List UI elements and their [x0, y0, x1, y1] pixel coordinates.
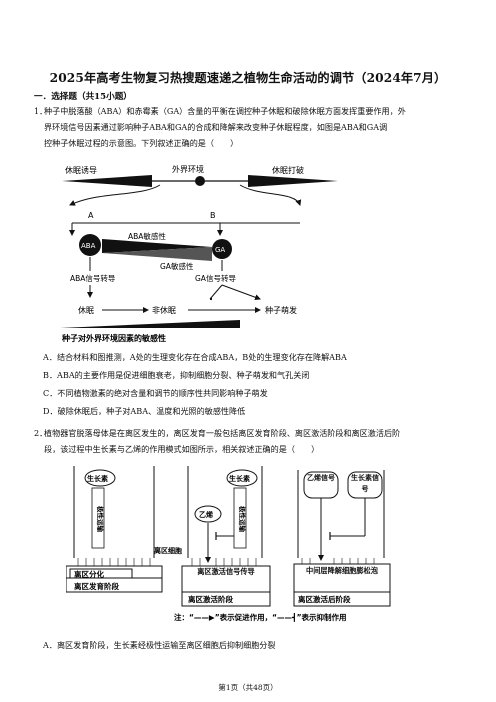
ethylene-oval	[194, 505, 222, 523]
auxin-oval	[84, 469, 116, 487]
polar-transport-label: 极性运输	[96, 506, 105, 533]
option-b[interactable]: B．ABA的主要作用是促进细胞衰老，抑制细胞分裂、种子萌发和气孔关闭	[43, 370, 310, 380]
sensitivity-caption: 种子对外界环境因素的敏感性	[61, 333, 166, 343]
panel-activation: 生长素 极性运输 乙烯 离区细胞 离区激活信号传导 离区激活阶段	[154, 466, 271, 607]
question-text-line: 段，该过程中生长素与乙烯的作用模式如图所示，相关叙述正确的是（ ）	[44, 444, 320, 454]
question-text-line: 种子中脱落酸（ABA）和赤霉素（GA）含量的平衡在调控种子休眠和破除休眠方面发挥…	[44, 106, 406, 116]
abscission-diagram: 生长素 极性运输 离区分化 离区发育阶段 生长素 极性运输 乙烯 离区细胞 离区…	[66, 466, 391, 622]
page-footer: 第1页（共48页）	[218, 683, 278, 692]
auxin-label: 生长素	[87, 474, 108, 483]
aba-sensitivity-wedge	[102, 239, 212, 253]
ga-sensitivity-label: GA敏感性	[160, 261, 194, 271]
ga-signal-label: GA信号转导	[195, 273, 236, 283]
question-number: 1．	[34, 106, 48, 116]
question-number: 2．	[34, 428, 48, 438]
panel-post-activation: 乙烯信号 生长素信号 中间层降解细胞膨松泡 离区激活后阶段	[293, 470, 391, 607]
label-a: A	[88, 211, 94, 220]
label-germination: 种子萌发	[265, 305, 297, 315]
aba-ga-diagram: 休眠诱导 外界环境 休眠打破 A B ABA GA ABA敏感性 GA敏感性 A…	[60, 164, 338, 343]
legend-note: 注：“——▶”表示促进作用，“——┫”表示抑制作用	[174, 612, 347, 622]
option-a[interactable]: A．结合材料和图推测，A处的生理变化存在合成ABA，B处的生理变化存在降解ABA	[43, 352, 347, 362]
environment-node	[195, 176, 205, 186]
breaking-wedge	[248, 175, 338, 187]
label-non-dormancy: 非休眠	[152, 305, 176, 315]
ga-label: GA	[215, 246, 225, 254]
aba-label: ABA	[81, 242, 96, 250]
question-text-line: 控种子休眠过程的示意图。下列叙述正确的是（ ）	[44, 138, 239, 148]
label-dormancy-induction: 休眠诱导	[65, 165, 97, 175]
label-b: B	[210, 211, 216, 220]
section-heading: 一．选择题（共15小题）	[34, 92, 132, 102]
panel1-box-label: 离区分化	[74, 569, 104, 579]
option-d[interactable]: D．破除休眠后，种子对ABA、温度和光照的敏感性降低	[43, 406, 246, 416]
aba-node	[79, 234, 101, 256]
auxin-oval	[226, 469, 258, 487]
aba-sensitivity-label: ABA敏感性	[128, 231, 166, 241]
panel3-stage-label: 离区激活后阶段	[298, 594, 351, 604]
auxin-label: 生长素	[229, 474, 250, 483]
label-dormancy: 休眠	[78, 305, 94, 315]
panel2-box-label: 离区激活信号传导	[197, 567, 255, 576]
question-text-line: 界环境信号因素通过影响种子ABA和GA的合成和降解来改变种子休眠程度，如图是AB…	[44, 122, 388, 132]
option-c[interactable]: C．不同植物激素的绝对含量和调节的顺序性共同影响种子萌发	[43, 388, 268, 398]
induction-wedge	[62, 175, 152, 187]
panel2-stage-label: 离区激活阶段	[188, 594, 233, 604]
aba-signal-label: ABA信号转导	[70, 273, 116, 283]
ga-sensitivity-wedge	[102, 247, 212, 261]
label-environment: 外界环境	[172, 164, 204, 174]
document-title: 2025年高考生物复习热搜题速递之植物生命活动的调节（2024年7月）	[49, 71, 447, 85]
label-dormancy-breaking: 休眠打破	[272, 165, 304, 175]
panel-development: 生长素 极性运输 离区分化 离区发育阶段	[66, 466, 163, 593]
panel1-stage-label: 离区发育阶段	[74, 581, 119, 591]
sensitivity-wedge	[60, 320, 240, 328]
abscission-cell-label: 离区细胞	[154, 546, 182, 555]
auxin-signal-label: 生长素信号	[351, 474, 379, 493]
polar-transport-label: 极性运输	[238, 506, 247, 533]
option-a[interactable]: A．离区发育阶段，生长素经极性运输至离区细胞后抑制细胞分裂	[43, 640, 276, 650]
ethylene-signal-label: 乙烯信号	[307, 474, 335, 482]
ethylene-label: 乙烯	[199, 510, 213, 519]
question-text-line: 植物器官脱落母体是在离区发生的，离区发育一般包括离区发育阶段、离区激活阶段和离区…	[44, 428, 401, 438]
ga-node	[212, 239, 232, 259]
panel3-box-label: 中间层降解细胞膨松泡	[306, 566, 378, 575]
